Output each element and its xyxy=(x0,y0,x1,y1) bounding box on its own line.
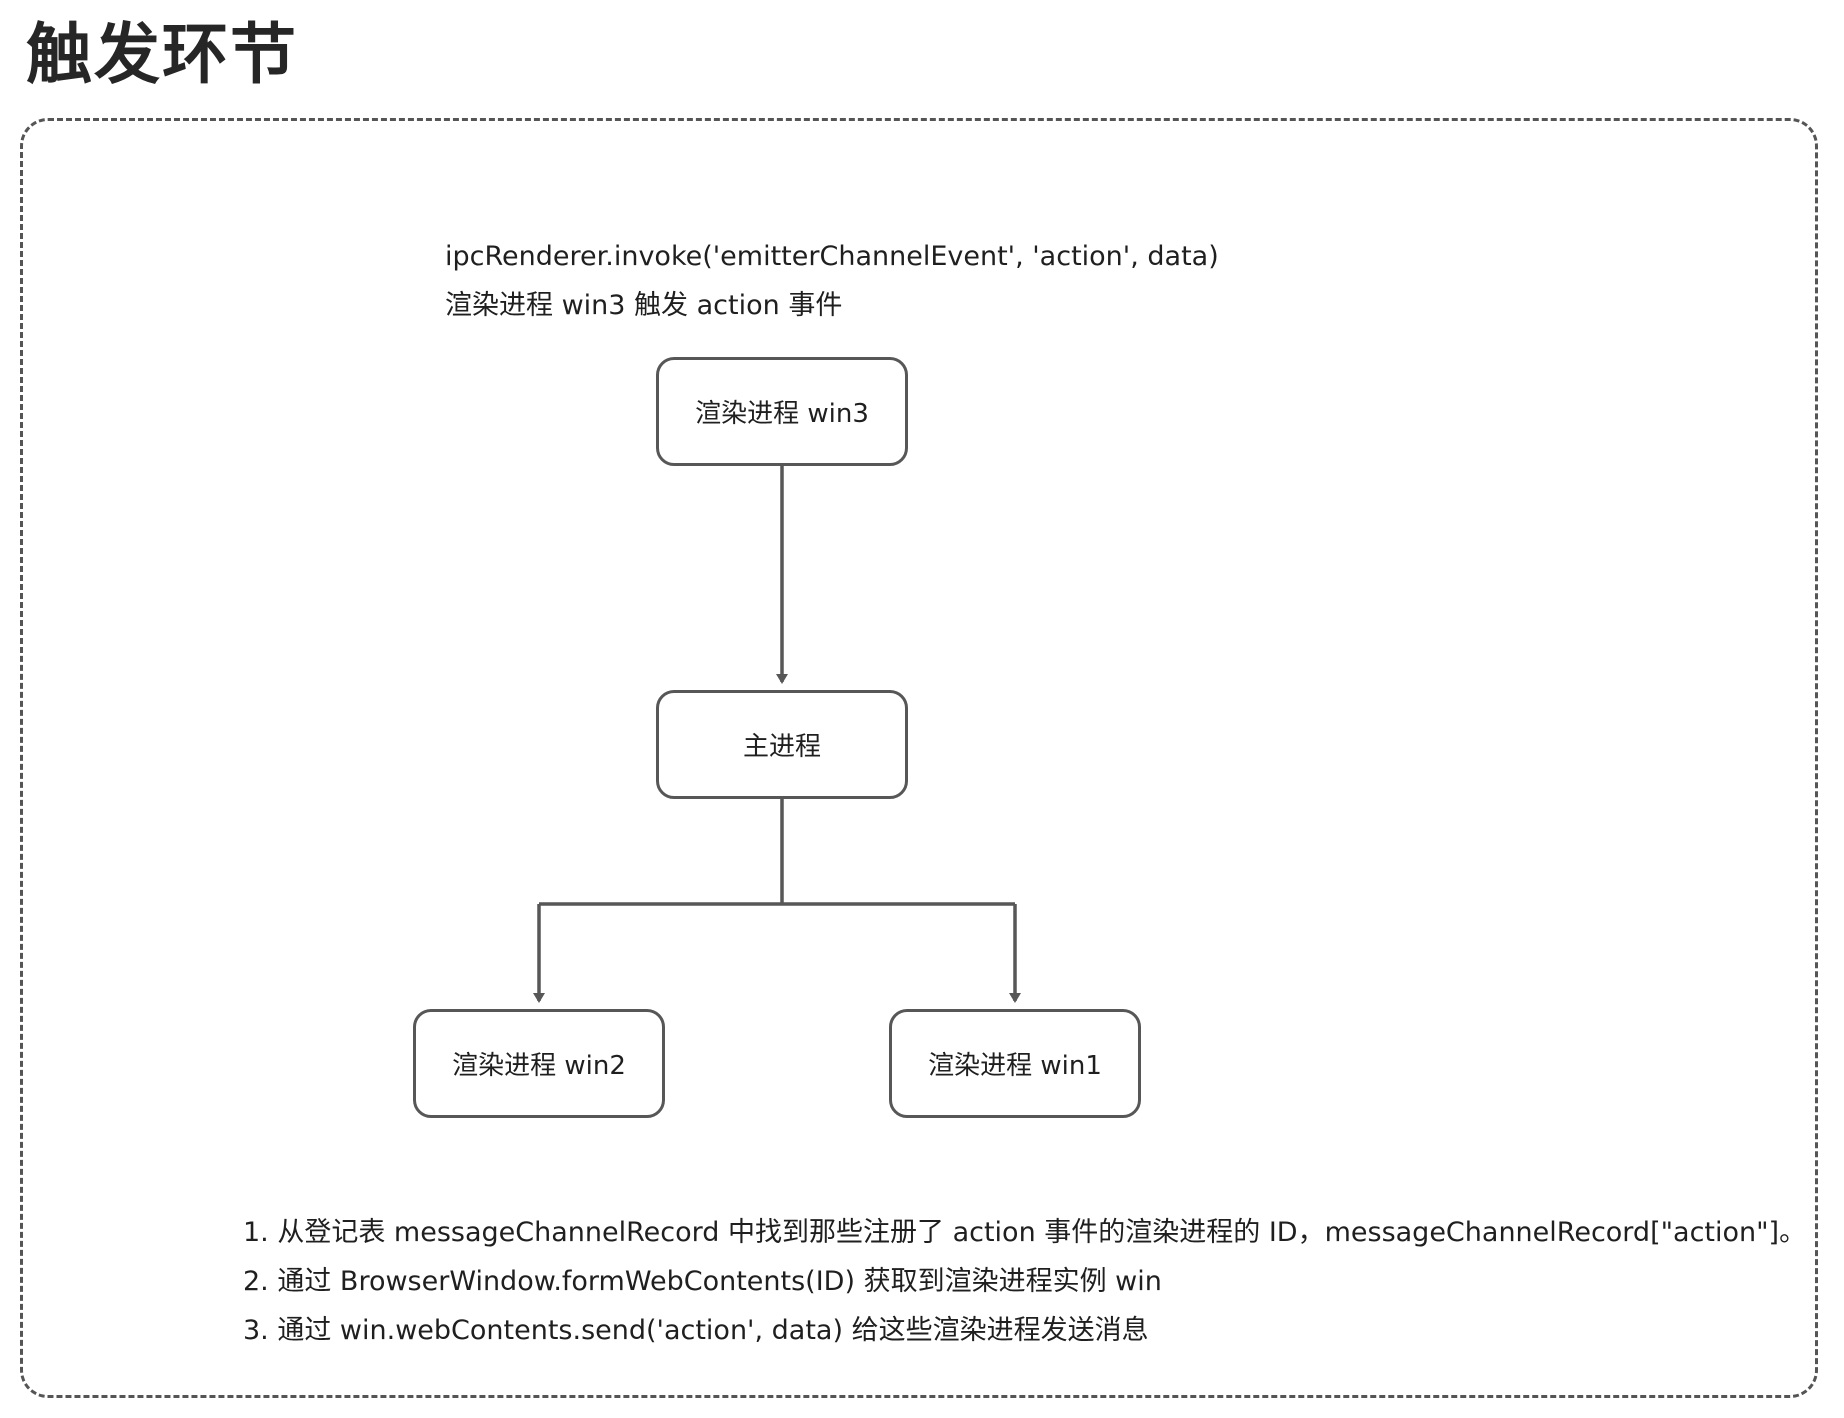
step-2: 2. 通过 BrowserWindow.formWebContents(ID) … xyxy=(243,1266,1162,1297)
step-3: 3. 通过 win.webContents.send('action', dat… xyxy=(243,1315,1149,1346)
trigger-code: ipcRenderer.invoke('emitterChannelEvent'… xyxy=(445,241,1219,272)
step-1: 1. 从登记表 messageChannelRecord 中找到那些注册了 ac… xyxy=(243,1217,1807,1248)
node-renderer-win3: 渲染进程 win3 xyxy=(656,357,908,466)
trigger-description: 渲染进程 win3 触发 action 事件 xyxy=(445,290,843,321)
node-main-process: 主进程 xyxy=(656,690,908,799)
node-label: 渲染进程 win2 xyxy=(452,1051,626,1081)
node-label: 渲染进程 win1 xyxy=(928,1051,1102,1081)
node-label: 主进程 xyxy=(742,732,821,762)
node-renderer-win1: 渲染进程 win1 xyxy=(889,1009,1141,1118)
page-title: 触发环节 xyxy=(26,16,298,93)
node-renderer-win2: 渲染进程 win2 xyxy=(413,1009,665,1118)
node-label: 渲染进程 win3 xyxy=(695,399,869,429)
diagram-frame xyxy=(20,118,1818,1398)
